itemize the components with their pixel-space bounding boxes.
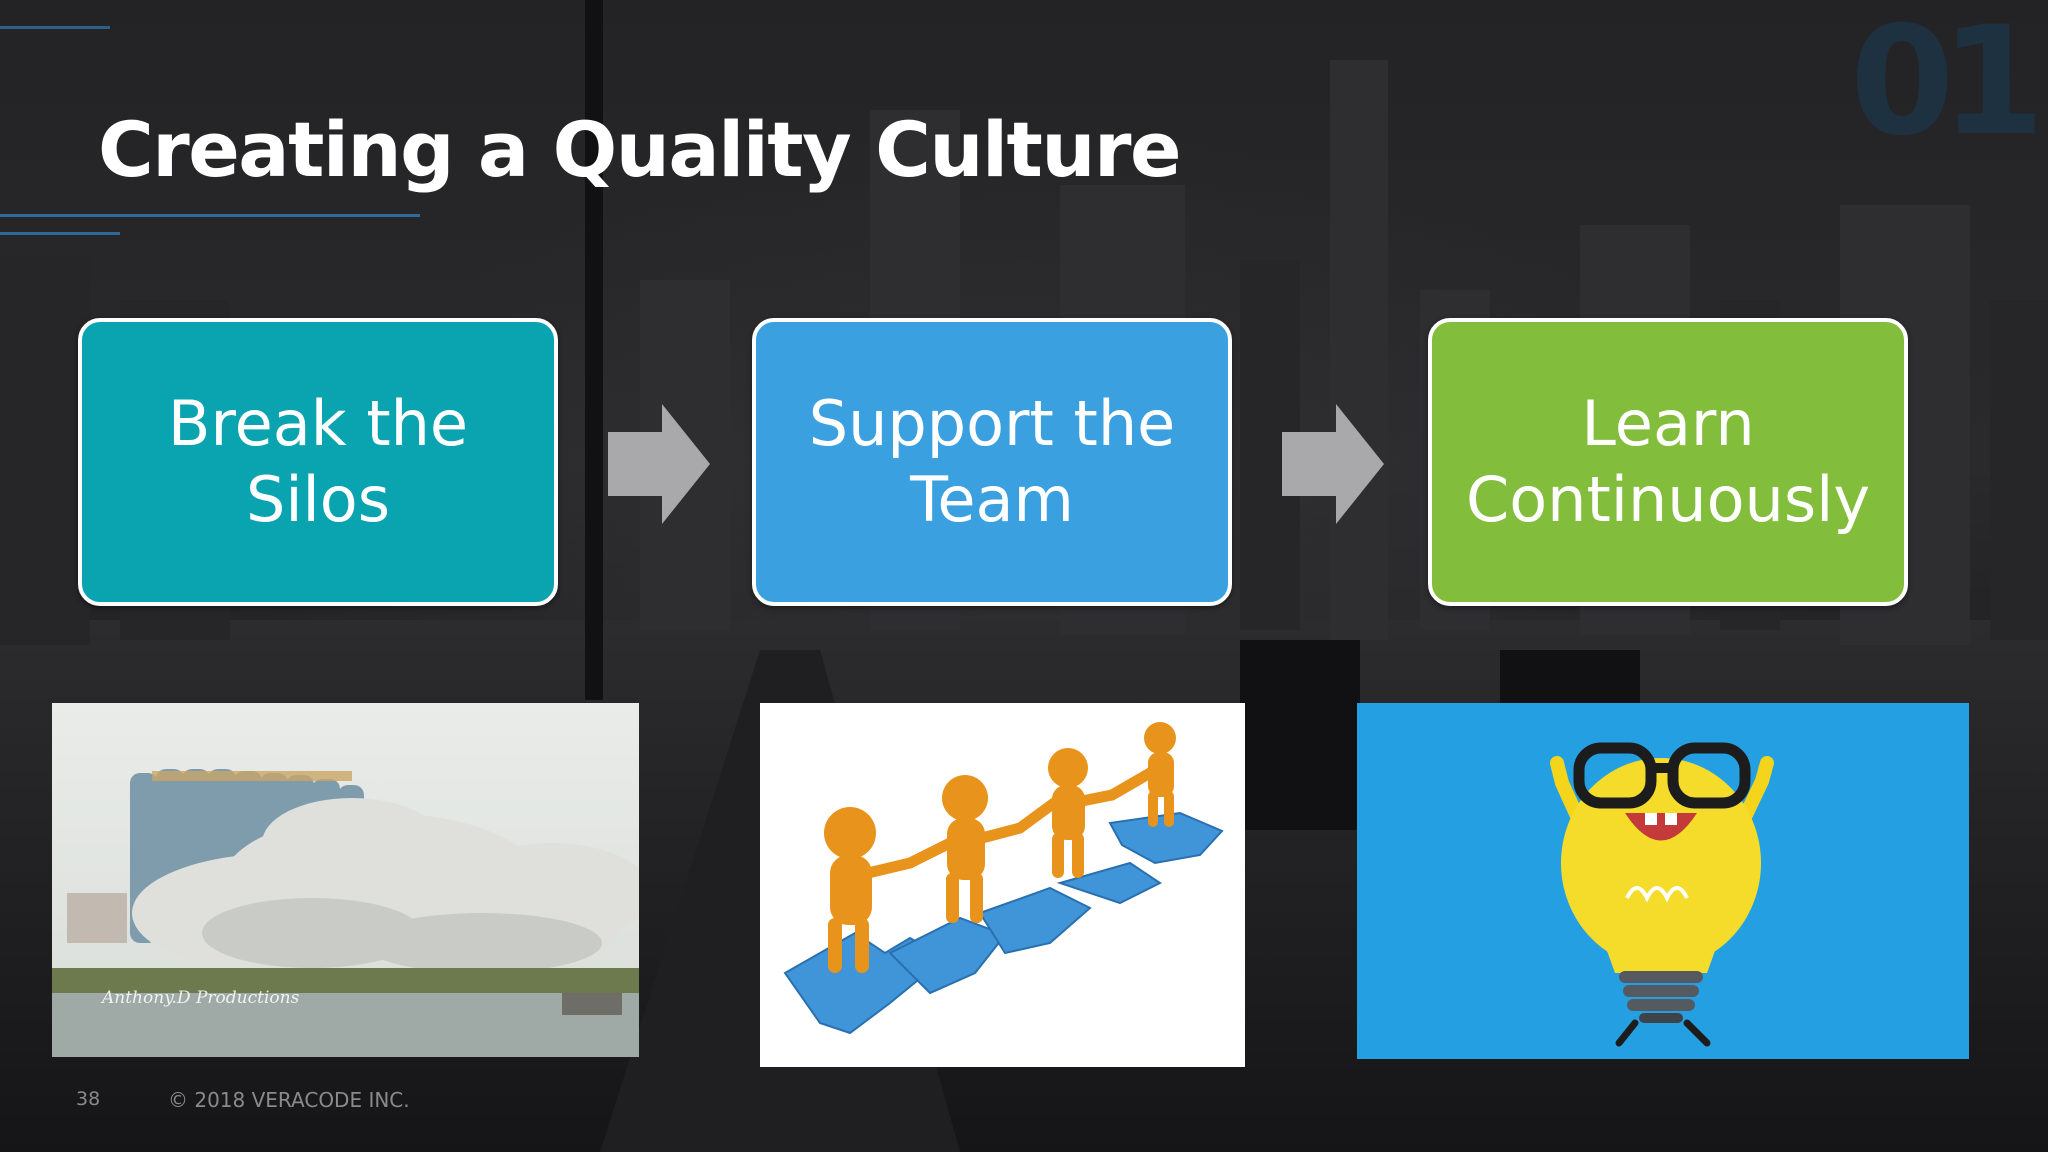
accent-line-top xyxy=(0,26,110,29)
silo-demolition-photo: Anthony.D Productions xyxy=(52,703,639,1057)
lightbulb-with-glasses-illustration xyxy=(1357,703,1969,1059)
step-break-the-silos: Break the Silos xyxy=(78,318,558,606)
silo-demolition-image xyxy=(52,703,639,1057)
step-label: Break the Silos xyxy=(167,387,469,536)
copyright-text: © 2018 VERACODE INC. xyxy=(168,1088,410,1112)
lightbulb-image xyxy=(1550,742,1774,1047)
arrow-right-icon xyxy=(608,404,710,524)
team-illustration xyxy=(783,722,1224,1035)
arrow-right-icon xyxy=(1282,404,1384,524)
page-number: 38 xyxy=(76,1088,101,1110)
brand-logo-mark: 01 xyxy=(1850,0,2045,169)
photo-watermark: Anthony.D Productions xyxy=(102,988,300,1008)
accent-line-title-2 xyxy=(0,232,120,235)
accent-line-title xyxy=(0,214,420,217)
slide-title: Creating a Quality Culture xyxy=(98,105,1182,194)
step-label: Learn Continuously xyxy=(1465,387,1871,536)
step-label: Support the Team xyxy=(808,387,1176,536)
people-on-puzzle-pieces-illustration xyxy=(760,703,1245,1067)
step-support-the-team: Support the Team xyxy=(752,318,1232,606)
step-learn-continuously: Learn Continuously xyxy=(1428,318,1908,606)
